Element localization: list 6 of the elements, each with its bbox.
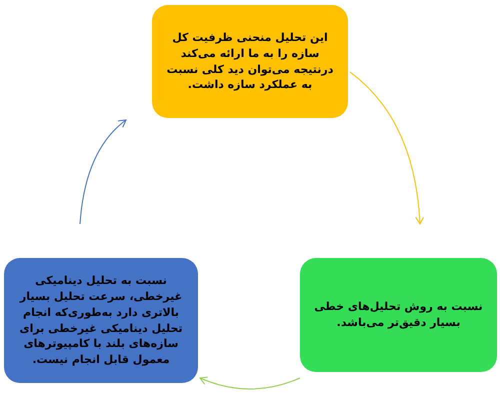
- process-box: نسبت به روش تحلیل‌های خطی بسیار دقیق‌تر می‌باشد.: [300, 258, 497, 372]
- process-box: نسبت به تحلیل دینامیکی غیرخطی، سرعت تحلیل بسیار بالاتری دارد به‌طوری‌که انجام تحلیل دینامیکی غیرخطی برای سازه‌های بلند با کامپیوترهای معمول قابل انجام نیست.: [4, 258, 198, 383]
- process-box: این تحلیل منحنی ظرفیت کل سازه را به ما ارائه می‌کند درنتیجه می‌توان دید کلی نسبت به عملکرد سازه داشت.: [152, 5, 348, 118]
- arrow: [80, 120, 126, 224]
- arrow: [350, 72, 424, 224]
- arrow: [200, 376, 300, 390]
